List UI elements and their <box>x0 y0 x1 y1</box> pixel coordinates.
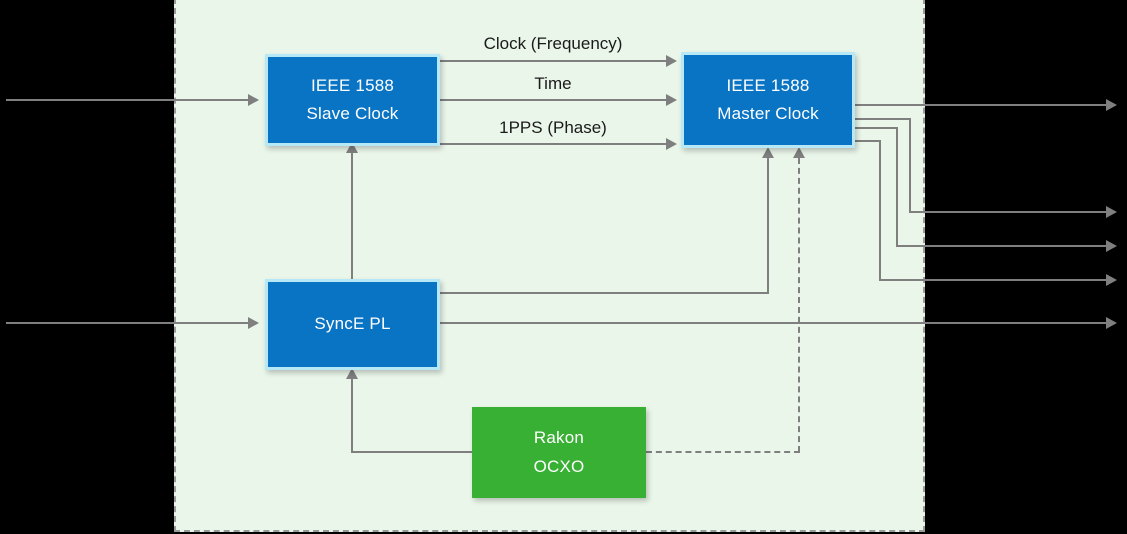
edge-line-time <box>440 99 666 101</box>
node-slave-clock-label-line2: Slave Clock <box>306 104 399 123</box>
node-slave-clock[interactable]: IEEE 1588 Slave Clock <box>265 54 440 146</box>
input-arrowhead-slave-clock <box>248 94 259 106</box>
input-line-synce <box>6 322 248 324</box>
node-rakon-ocxo-label-line1: Rakon <box>533 428 585 448</box>
edge-arrowhead-time <box>666 94 677 106</box>
edge-label-clock-frequency: Clock (Frequency) <box>483 34 623 53</box>
output-line-master-2-c <box>909 211 1106 213</box>
edge-line-synce-to-master-v <box>767 158 769 294</box>
output-line-master-4-a <box>855 140 881 142</box>
edge-line-ocxo-to-master-dashed-h <box>646 451 800 453</box>
node-slave-clock-label-line1: IEEE 1588 <box>310 75 395 95</box>
node-synce-pl-label-line1: SyncE PL <box>314 314 391 334</box>
output-arrowhead-master-2 <box>1106 206 1117 218</box>
edge-label-time: Time <box>534 74 572 93</box>
output-arrowhead-synce <box>1106 317 1117 329</box>
output-line-master-2-a <box>855 118 911 120</box>
edge-arrowhead-synce-to-slave <box>346 142 358 153</box>
edge-line-ocxo-to-synce-v <box>351 378 353 453</box>
edge-line-clock-frequency <box>440 60 666 62</box>
edge-arrowhead-clock-frequency <box>666 55 677 67</box>
edge-line-pps-phase <box>440 143 666 145</box>
output-arrowhead-master-1 <box>1106 99 1117 111</box>
edge-line-ocxo-to-synce-h <box>351 451 473 453</box>
node-master-clock-label-line1: IEEE 1588 <box>726 75 810 95</box>
edge-arrowhead-synce-to-master <box>762 147 774 158</box>
node-rakon-ocxo[interactable]: Rakon OCXO <box>472 407 646 498</box>
output-line-master-3-c <box>896 245 1106 247</box>
node-synce-pl[interactable]: SyncE PL <box>265 279 440 370</box>
edge-line-ocxo-to-master-dashed-v <box>798 158 800 452</box>
output-arrowhead-master-4 <box>1106 274 1117 286</box>
output-arrowhead-master-3 <box>1106 240 1117 252</box>
output-line-master-2-b <box>909 118 911 213</box>
output-line-synce <box>440 322 1106 324</box>
output-line-master-3-b <box>896 127 898 247</box>
node-master-clock-label-line2: Master Clock <box>717 104 819 123</box>
output-line-master-1 <box>855 104 1106 106</box>
edge-line-synce-to-slave <box>351 152 353 280</box>
edge-label-pps-phase: 1PPS (Phase) <box>499 118 607 137</box>
output-line-master-3-a <box>855 127 898 129</box>
edge-arrowhead-pps-phase <box>666 138 677 150</box>
input-arrowhead-synce <box>248 317 259 329</box>
edge-arrowhead-ocxo-to-synce <box>346 368 358 379</box>
node-master-clock[interactable]: IEEE 1588 Master Clock <box>681 52 855 148</box>
output-line-master-4-c <box>879 279 1106 281</box>
node-rakon-ocxo-label-line2: OCXO <box>533 456 585 476</box>
output-line-master-4-b <box>879 140 881 281</box>
edge-line-synce-to-master-h <box>440 292 769 294</box>
input-line-slave-clock <box>6 99 248 101</box>
edge-arrowhead-ocxo-to-master <box>793 147 805 158</box>
